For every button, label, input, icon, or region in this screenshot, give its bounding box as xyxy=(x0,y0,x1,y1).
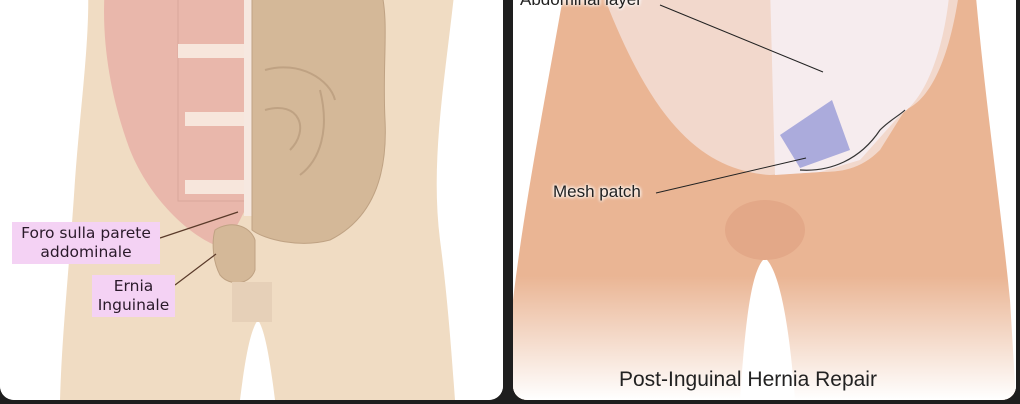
abdominal-layer-label: Abdominal layer xyxy=(520,0,642,10)
label-line: Inguinale xyxy=(97,296,170,314)
label-line: addominale xyxy=(40,243,132,261)
mesh-patch-label: Mesh patch xyxy=(553,182,641,201)
label-line: Foro sulla parete xyxy=(21,224,151,242)
hernia-repair-illustration-card: Abdominal layer Mesh patch Post-Inguinal… xyxy=(513,0,1016,400)
hole-abdominal-wall-label: Foro sulla parete addominale xyxy=(12,222,160,264)
label-line: Ernia xyxy=(113,277,154,295)
hernia-illustration-card: Foro sulla parete addominale Ernia Ingui… xyxy=(0,0,503,400)
hernia-anatomy-illustration xyxy=(0,0,503,400)
hernia-repair-illustration xyxy=(513,0,1016,400)
inguinal-hernia-label: Ernia Inguinale xyxy=(92,275,175,317)
illustration-caption: Post-Inguinal Hernia Repair xyxy=(619,368,877,391)
